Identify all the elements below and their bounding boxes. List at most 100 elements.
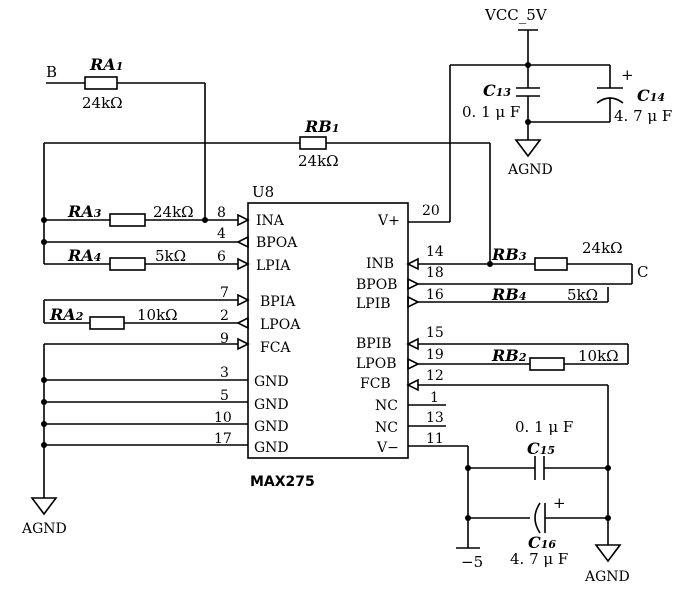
resistor-ra3-body xyxy=(109,213,146,227)
pin-name-vminus: V− xyxy=(376,440,399,456)
chip-body xyxy=(247,202,409,459)
rb3-ref: RB3 xyxy=(491,245,527,264)
pin-name-bpia: BPIA xyxy=(260,294,296,310)
net-b-label: B xyxy=(46,63,57,81)
pin-num-4: 4 xyxy=(217,226,226,242)
pin-num-6: 6 xyxy=(217,249,226,265)
ra2-value: 10kΩ xyxy=(137,306,178,324)
left-wiring xyxy=(43,76,491,498)
pin-num-15: 15 xyxy=(426,325,444,341)
pin-num-13: 13 xyxy=(426,410,444,426)
agnd-bottom-symbol xyxy=(594,544,622,563)
resistor-ra1-body xyxy=(84,76,118,90)
c16-value: 4. 7 μ F xyxy=(510,550,568,568)
pin-num-2: 2 xyxy=(220,308,229,324)
pin-num-19: 19 xyxy=(426,347,444,363)
c14-plus: + xyxy=(621,66,634,84)
pin-name-bpoa: BPOA xyxy=(256,235,298,251)
c13-ref: C13 xyxy=(483,81,511,100)
pin-name-nc-1: NC xyxy=(375,398,398,414)
chip-ref: U8 xyxy=(252,183,274,201)
pin-name-lpob: LPOB xyxy=(356,356,396,372)
left-pin-names: INA BPOA LPIA BPIA LPOA FCA GND GND GND … xyxy=(254,213,301,456)
pin-name-fcb: FCB xyxy=(360,376,391,392)
resistor-ra4-body xyxy=(109,257,146,271)
left-pin-leads xyxy=(44,213,250,446)
vcc-label: VCC_5V xyxy=(484,6,548,24)
pin-num-18: 18 xyxy=(426,265,444,281)
c15-value: 0. 1 μ F xyxy=(515,418,573,436)
net-c-label: C xyxy=(637,263,648,281)
ra2-ref: RA2 xyxy=(49,305,84,324)
pin-name-bpob: BPOB xyxy=(356,277,397,293)
neg5-label: −5 xyxy=(461,553,483,571)
pin-name-vplus: V+ xyxy=(377,213,400,229)
pin-num-16: 16 xyxy=(426,287,444,303)
pin-name-lpoa: LPOA xyxy=(260,317,301,333)
pin-name-gnd-5: GND xyxy=(254,397,289,413)
c14-value: 4. 7 μ F xyxy=(614,107,672,125)
pin-num-8: 8 xyxy=(217,205,226,221)
ra1-value: 24kΩ xyxy=(82,94,123,112)
rb2-value: 10kΩ xyxy=(578,347,619,365)
pin-name-gnd-3: GND xyxy=(254,374,289,390)
pin-name-lpia: LPIA xyxy=(256,258,291,274)
pin-num-3: 3 xyxy=(220,365,229,381)
right-pin-leads xyxy=(406,257,633,447)
pin-num-11: 11 xyxy=(426,431,444,447)
power-section: VCC_5V xyxy=(408,6,624,223)
pin-num-10: 10 xyxy=(214,410,232,426)
bottom-caps xyxy=(446,385,622,563)
left-junctions xyxy=(41,217,208,448)
rb3-value: 24kΩ xyxy=(582,239,623,257)
ra4-value: 5kΩ xyxy=(155,247,186,265)
c14-ref: C14 xyxy=(637,86,665,105)
junction-inb xyxy=(487,261,493,267)
right-pin-numbers: 20 14 18 16 15 19 12 1 13 11 xyxy=(422,203,444,447)
rb4-value: 5kΩ xyxy=(567,286,598,304)
ra3-ref: RA3 xyxy=(67,202,102,221)
pin-num-12: 12 xyxy=(426,368,444,384)
agnd-top-symbol xyxy=(514,139,542,158)
chip-part: MAX275 xyxy=(250,474,315,490)
c16-ref: C16 xyxy=(528,533,556,552)
pin-name-nc-13: NC xyxy=(375,420,398,436)
pin-num-7: 7 xyxy=(220,285,229,301)
rb2-ref: RB2 xyxy=(491,346,527,365)
pin-name-gnd-17: GND xyxy=(254,440,289,456)
pin-name-ina: INA xyxy=(256,213,285,229)
c16-plus: + xyxy=(553,494,566,512)
pin-num-1: 1 xyxy=(430,390,439,406)
right-resistor-leads xyxy=(470,287,629,371)
pin-num-9: 9 xyxy=(220,331,229,347)
resistor-rb3-body xyxy=(534,257,568,271)
resistor-ra2-body xyxy=(89,316,125,330)
pin-name-fca: FCA xyxy=(260,340,291,356)
pin-num-20: 20 xyxy=(422,203,440,219)
right-pin-names: V+ INB BPOB LPIB BPIB LPOB FCB NC NC V− xyxy=(356,213,400,456)
left-resistor-labels: RA1 24kΩ RB1 24kΩ RA3 24kΩ RA4 5kΩ RA2 1… xyxy=(49,55,339,324)
pin-name-gnd-10: GND xyxy=(254,419,289,435)
rb1-value: 24kΩ xyxy=(298,152,339,170)
agnd-top-label: AGND xyxy=(507,162,553,178)
agnd-left-label: AGND xyxy=(21,521,67,537)
pin-name-lpib: LPIB xyxy=(356,296,391,312)
right-resistor-labels: RB3 24kΩ RB4 5kΩ RB2 10kΩ xyxy=(491,239,623,365)
pin-name-bpib: BPIB xyxy=(356,336,392,352)
pin-num-14: 14 xyxy=(426,244,444,260)
left-pin-numbers: 8 4 6 7 2 9 3 5 10 17 xyxy=(214,205,232,447)
agnd-bottom-label: AGND xyxy=(584,569,630,585)
ra4-ref: RA4 xyxy=(67,246,101,265)
rb4-ref: RB4 xyxy=(491,285,526,304)
c16-plate-left xyxy=(534,502,541,534)
pin-name-inb: INB xyxy=(366,256,394,272)
pin-num-5: 5 xyxy=(220,388,229,404)
pin-num-17: 17 xyxy=(214,431,232,447)
resistor-rb2-body xyxy=(529,357,565,371)
c15-ref: C15 xyxy=(527,439,555,458)
ra1-ref: RA1 xyxy=(89,55,123,74)
rb1-ref: RB1 xyxy=(304,117,339,136)
resistor-rb1-body xyxy=(299,136,327,150)
agnd-left-symbol xyxy=(30,497,58,516)
